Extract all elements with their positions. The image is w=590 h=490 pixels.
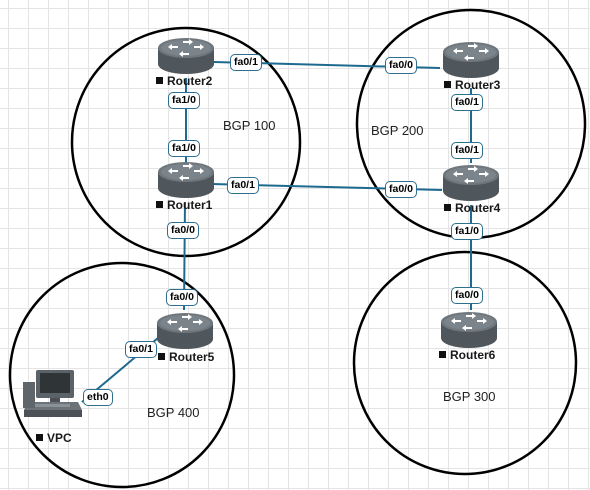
device-marker <box>156 77 163 84</box>
router-icon <box>158 162 214 198</box>
port-r4-fa10[interactable]: fa1/0 <box>451 223 483 240</box>
area-bgp300-circle <box>352 250 578 476</box>
pc-icon <box>23 370 82 417</box>
device-marker <box>158 353 165 360</box>
router6-name: Router6 <box>450 348 496 362</box>
area-label-bgp100: BGP 100 <box>223 118 276 133</box>
vpc-name: VPC <box>47 431 72 445</box>
port-r4-fa01[interactable]: fa0/1 <box>451 142 483 159</box>
area-label-bgp400: BGP 400 <box>147 405 200 420</box>
area-label-bgp200: BGP 200 <box>371 123 424 138</box>
router4-label: Router4 <box>444 201 500 215</box>
router5-node[interactable] <box>155 311 215 351</box>
router4-node[interactable] <box>441 163 501 203</box>
router2-name: Router2 <box>167 74 213 88</box>
router2-node[interactable] <box>156 36 216 76</box>
port-r6-fa00[interactable]: fa0/0 <box>451 287 483 304</box>
router3-label: Router3 <box>444 78 500 92</box>
area-bgp100-circle <box>70 26 302 258</box>
port-vpc-eth0[interactable]: eth0 <box>83 389 113 406</box>
port-r2-fa10[interactable]: fa1/0 <box>168 92 200 109</box>
router5-label: Router5 <box>158 350 214 364</box>
router5-name: Router5 <box>169 350 215 364</box>
port-r3-fa00[interactable]: fa0/0 <box>385 57 417 74</box>
router6-node[interactable] <box>439 310 499 350</box>
router4-name: Router4 <box>455 201 501 215</box>
router-icon <box>157 313 213 349</box>
port-r1-fa00[interactable]: fa0/0 <box>167 222 199 239</box>
device-marker <box>444 204 451 211</box>
port-r4-fa00[interactable]: fa0/0 <box>385 181 417 198</box>
router6-label: Router6 <box>439 348 495 362</box>
device-marker <box>444 81 451 88</box>
router-icon <box>443 42 499 78</box>
vpc-label: VPC <box>36 431 72 445</box>
router1-node[interactable] <box>156 160 216 200</box>
router3-node[interactable] <box>441 40 501 80</box>
device-marker <box>36 434 43 441</box>
router-icon <box>158 38 214 74</box>
device-marker <box>156 201 163 208</box>
area-label-bgp300: BGP 300 <box>443 389 496 404</box>
router2-label: Router2 <box>156 74 212 88</box>
router1-name: Router1 <box>167 198 213 212</box>
router1-label: Router1 <box>156 198 212 212</box>
vpc-node[interactable] <box>22 368 84 420</box>
port-r5-fa00[interactable]: fa0/0 <box>166 289 198 306</box>
port-r3-fa01[interactable]: fa0/1 <box>451 94 483 111</box>
area-bgp400-circle <box>8 261 236 489</box>
router3-name: Router3 <box>455 78 501 92</box>
port-r5-fa01[interactable]: fa0/1 <box>125 341 157 358</box>
port-r1-fa01[interactable]: fa0/1 <box>227 177 259 194</box>
port-r2-fa01[interactable]: fa0/1 <box>230 54 262 71</box>
device-marker <box>439 351 446 358</box>
router-icon <box>441 312 497 348</box>
router-icon <box>443 165 499 201</box>
port-r1-fa10[interactable]: fa1/0 <box>168 140 200 157</box>
